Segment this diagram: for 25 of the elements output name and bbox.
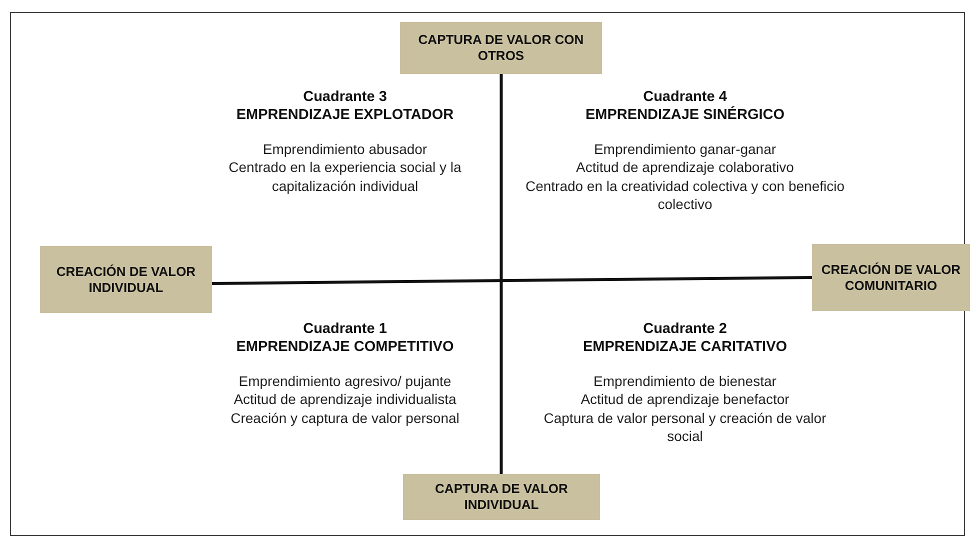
quadrant-description: Emprendimiento abusador (262, 140, 428, 158)
quadrant-heading: Cuadrante 3 (303, 88, 387, 106)
axis-label-box: CAPTURA DE VALOR INDIVIDUAL (403, 474, 600, 520)
quadrant-description: Actitud de aprendizaje individualista (234, 390, 456, 409)
quadrant-description: Emprendimiento agresivo/ pujante (238, 372, 452, 390)
quadrant-heading: Cuadrante 4 (643, 88, 727, 106)
quadrant-heading: Cuadrante 2 (643, 320, 727, 338)
quadrant-heading: EMPRENDIZAJE CARITATIVO (582, 338, 788, 356)
axis-label-box: CREACIÓN DE VALOR INDIVIDUAL (40, 246, 212, 313)
quadrant-description: Creación y captura de valor personal (230, 408, 460, 427)
quadrant-description: Captura de valor personal y creación de valor social (542, 408, 828, 445)
quadrant-heading: EMPRENDIZAJE EXPLOTADOR (236, 106, 454, 124)
axis-label-box: CAPTURA DE VALOR CON OTROS (400, 22, 602, 74)
axis-label-box: CREACIÓN DE VALOR COMUNITARIO (812, 244, 970, 311)
axis-line (212, 276, 812, 285)
quadrant-heading: EMPRENDIZAJE COMPETITIVO (236, 338, 454, 356)
quadrant-heading: Cuadrante 1 (303, 320, 387, 338)
quadrant-description: Actitud de aprendizaje colaborativo (576, 158, 794, 177)
quadrant-description: Centrado en la experiencia social y la capitalización individual (228, 158, 462, 195)
quadrant-description: Centrado en la creatividad colectiva y con beneficio colectivo (525, 176, 845, 213)
quadrant-description: Actitud de aprendizaje benefactor (580, 390, 790, 409)
quadrant-description: Emprendimiento de bienestar (594, 372, 776, 390)
quadrant-heading: EMPRENDIZAJE SINÉRGICO (586, 106, 784, 124)
axis-line (500, 74, 503, 474)
quadrant-description: Emprendimiento ganar-ganar (594, 140, 776, 158)
